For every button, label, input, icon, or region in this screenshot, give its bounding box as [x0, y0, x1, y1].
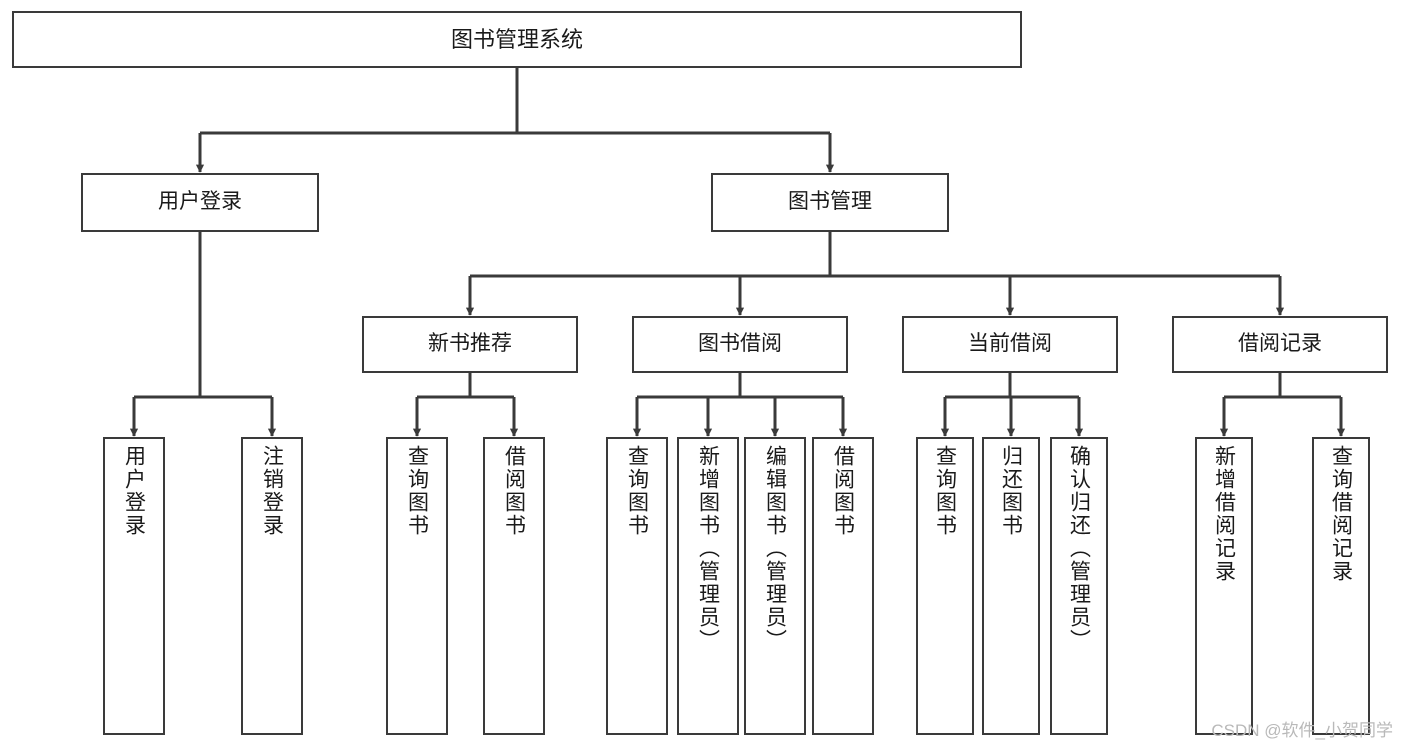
- node-l_confirm[interactable]: 确认归还（管理员）: [1050, 437, 1108, 735]
- node-newbook[interactable]: 新书推荐: [362, 316, 578, 373]
- node-label: 查询图书: [933, 445, 957, 537]
- node-l_editbook[interactable]: 编辑图书（管理员）: [744, 437, 806, 735]
- edge-group: [129, 68, 1346, 437]
- node-l_return[interactable]: 归还图书: [982, 437, 1040, 735]
- node-l_addbook[interactable]: 新增图书（管理员）: [677, 437, 739, 735]
- node-label: 当前借阅: [968, 332, 1052, 356]
- node-borrow[interactable]: 图书借阅: [632, 316, 848, 373]
- node-l_borrow1[interactable]: 借阅图书: [483, 437, 545, 735]
- node-label: 查询图书: [405, 445, 429, 537]
- node-label: 用户登录: [158, 190, 242, 214]
- node-login[interactable]: 用户登录: [81, 173, 319, 232]
- node-label: 借阅记录: [1238, 332, 1322, 356]
- node-label: 归还图书: [999, 445, 1023, 537]
- node-l_borrow2[interactable]: 借阅图书: [812, 437, 874, 735]
- watermark: CSDN @软件_小贺同学: [1211, 721, 1393, 740]
- node-label: 图书管理系统: [450, 26, 583, 52]
- node-label: 注销登录: [260, 445, 284, 537]
- node-label: 借阅图书: [502, 445, 526, 537]
- node-label: 查询借阅记录: [1329, 445, 1353, 583]
- node-label: 编辑图书（管理员）: [763, 445, 787, 652]
- node-label: 用户登录: [122, 445, 146, 537]
- node-l_logout[interactable]: 注销登录: [241, 437, 303, 735]
- node-bookmgmt[interactable]: 图书管理: [711, 173, 949, 232]
- node-l_query3[interactable]: 查询图书: [916, 437, 974, 735]
- node-label: 确认归还（管理员）: [1067, 445, 1091, 652]
- node-root[interactable]: 图书管理系统: [12, 11, 1022, 68]
- node-l_query1[interactable]: 查询图书: [386, 437, 448, 735]
- node-label: 查询图书: [625, 445, 649, 537]
- node-label: 新增图书（管理员）: [696, 445, 720, 652]
- node-l_queryrec[interactable]: 查询借阅记录: [1312, 437, 1370, 735]
- node-l_userlogin[interactable]: 用户登录: [103, 437, 165, 735]
- node-label: 图书管理: [788, 190, 872, 214]
- node-label: 图书借阅: [698, 332, 782, 356]
- node-label: 新书推荐: [428, 332, 512, 356]
- node-current[interactable]: 当前借阅: [902, 316, 1118, 373]
- node-records[interactable]: 借阅记录: [1172, 316, 1388, 373]
- node-label: 借阅图书: [831, 445, 855, 537]
- node-label: 新增借阅记录: [1212, 445, 1236, 583]
- node-l_addrec[interactable]: 新增借阅记录: [1195, 437, 1253, 735]
- node-l_query2[interactable]: 查询图书: [606, 437, 668, 735]
